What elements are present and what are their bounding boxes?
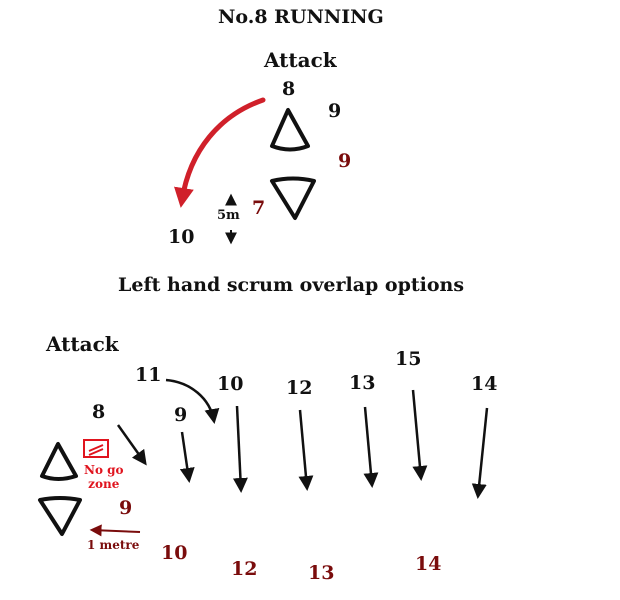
no-go-zone-label: No go zone bbox=[84, 463, 124, 491]
bottom-attack-number-8: 8 bbox=[92, 401, 106, 423]
one-metre-arrow bbox=[89, 524, 141, 537]
one-metre-label: 1 metre bbox=[87, 538, 140, 552]
run-line-11 bbox=[165, 378, 220, 424]
run-line-9 bbox=[179, 431, 195, 483]
diagram-title: No.8 RUNNING bbox=[218, 6, 384, 28]
top-attack-label: Attack bbox=[264, 48, 337, 72]
no8-run-arrow bbox=[174, 97, 266, 208]
no-go-zone-label-line-1: No go bbox=[84, 463, 124, 477]
run-line-15 bbox=[411, 389, 428, 481]
attack-scrum-triangle-bottom bbox=[40, 442, 78, 481]
attack-scrum-triangle bbox=[270, 108, 310, 152]
bottom-defence-number-9: 9 bbox=[119, 497, 133, 519]
run-line-8 bbox=[116, 424, 147, 466]
top-defence-number-7: 7 bbox=[252, 197, 266, 219]
bottom-defence-number-13: 13 bbox=[308, 562, 335, 584]
run-line-14 bbox=[471, 407, 489, 499]
bottom-attack-number-15: 15 bbox=[395, 348, 422, 370]
bottom-attack-number-9: 9 bbox=[174, 404, 188, 426]
bottom-attack-label: Attack bbox=[46, 332, 119, 356]
defence-scrum-triangle-bottom bbox=[38, 496, 82, 536]
bottom-attack-number-12: 12 bbox=[286, 377, 313, 399]
top-attack-number-10: 10 bbox=[168, 226, 195, 248]
bottom-attack-number-11: 11 bbox=[135, 364, 162, 386]
run-line-12 bbox=[298, 409, 314, 491]
run-line-10 bbox=[232, 405, 248, 493]
bottom-attack-number-14: 14 bbox=[471, 373, 498, 395]
top-attack-number-8: 8 bbox=[282, 78, 296, 100]
section-title: Left hand scrum overlap options bbox=[118, 274, 465, 296]
no-go-zone-icon bbox=[83, 439, 109, 458]
bottom-defence-number-12: 12 bbox=[231, 558, 258, 580]
bottom-attack-number-10: 10 bbox=[217, 373, 244, 395]
defence-scrum-triangle bbox=[270, 176, 316, 220]
run-line-13 bbox=[363, 406, 379, 488]
top-attack-number-9: 9 bbox=[328, 100, 342, 122]
top-defence-number-9: 9 bbox=[338, 150, 352, 172]
no-go-zone-label-line-2: zone bbox=[88, 477, 120, 491]
bottom-defence-number-10: 10 bbox=[161, 542, 188, 564]
bottom-defence-number-14: 14 bbox=[415, 553, 442, 575]
distance-label: 5m bbox=[217, 208, 240, 223]
bottom-attack-number-13: 13 bbox=[349, 372, 376, 394]
